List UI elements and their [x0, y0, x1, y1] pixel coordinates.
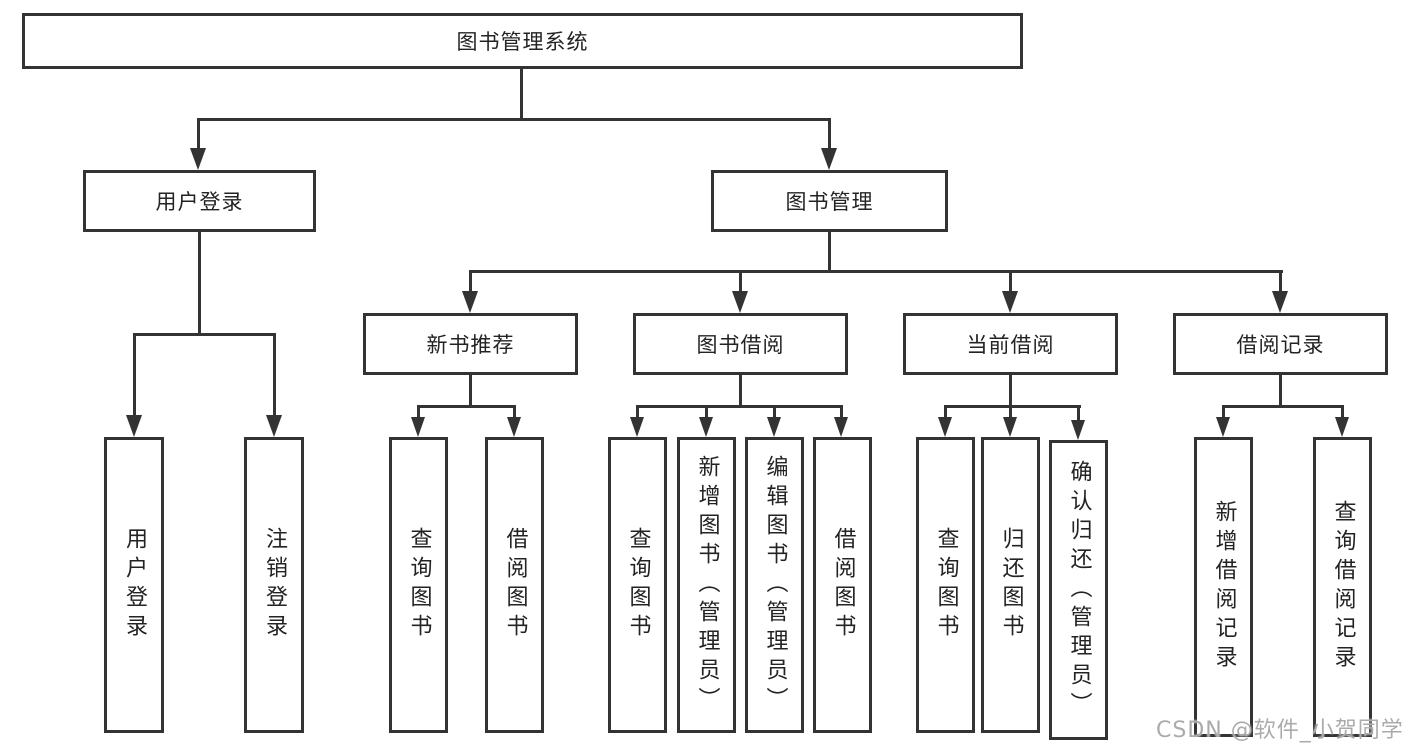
connector-vline	[1279, 375, 1282, 408]
node-new-book-recommend: 新书推荐	[363, 313, 578, 375]
connector-vline	[513, 405, 516, 419]
arrow-down-icon	[699, 417, 713, 437]
connector-vline	[636, 405, 639, 419]
connector-vline	[944, 405, 947, 419]
node-new-book-recommend-label: 新书推荐	[426, 333, 515, 357]
arrow-down-icon	[1071, 420, 1085, 440]
node-book-borrow-label: 图书借阅	[696, 333, 785, 357]
node-book-management-label: 图书管理	[785, 190, 874, 214]
node-borrow-books-recommend: 借阅图书	[485, 437, 544, 733]
node-confirm-return-admin-label: 确认归还（管理员）	[1066, 459, 1092, 721]
arrow-down-icon	[462, 291, 478, 313]
node-root: 图书管理系统	[22, 13, 1023, 69]
arrow-down-icon	[507, 417, 521, 437]
node-add-book-admin-label: 新增图书（管理员）	[694, 454, 720, 716]
arrow-down-icon	[1272, 291, 1288, 313]
node-add-borrow-record: 新增借阅记录	[1194, 437, 1253, 737]
connector-vline	[1341, 405, 1344, 419]
node-borrow-books-leaf: 借阅图书	[813, 437, 872, 733]
arrow-down-icon	[1335, 417, 1349, 437]
arrow-down-icon	[732, 291, 748, 313]
connector-vline	[1077, 405, 1080, 422]
arrow-down-icon	[411, 417, 425, 437]
connector-vline	[469, 375, 472, 408]
connector-hline	[944, 405, 1081, 408]
node-current-borrow: 当前借阅	[903, 313, 1118, 375]
connector-hline	[1222, 405, 1344, 408]
arrow-down-icon	[938, 417, 952, 437]
connector-vline	[840, 405, 843, 419]
node-edit-book-admin: 编辑图书（管理员）	[745, 437, 804, 733]
node-user-login: 用户登录	[83, 170, 316, 232]
arrow-down-icon	[1002, 291, 1018, 313]
node-query-books-current-label: 查询图书	[933, 527, 959, 643]
node-edit-book-admin-label: 编辑图书（管理员）	[762, 454, 788, 716]
connector-hline	[133, 333, 276, 336]
node-query-books-recommend: 查询图书	[389, 437, 448, 733]
connector-hline	[417, 405, 516, 408]
connector-vline	[773, 405, 776, 419]
arrow-down-icon	[834, 417, 848, 437]
node-logout-leaf: 注销登录	[244, 437, 304, 733]
connector-hline	[469, 270, 1283, 273]
connector-vline	[705, 405, 708, 419]
node-borrow-books-recommend-label: 借阅图书	[502, 527, 528, 643]
node-borrow-records-label: 借阅记录	[1236, 333, 1325, 357]
node-query-books-borrow: 查询图书	[608, 437, 667, 733]
node-query-books-recommend-label: 查询图书	[406, 527, 432, 643]
node-user-login-label: 用户登录	[155, 190, 244, 214]
node-query-borrow-record-label: 查询借阅记录	[1330, 500, 1356, 674]
arrow-down-icon	[821, 148, 837, 170]
connector-vline	[739, 270, 742, 295]
node-query-borrow-record: 查询借阅记录	[1313, 437, 1372, 737]
node-add-book-admin: 新增图书（管理员）	[677, 437, 736, 733]
arrow-down-icon	[767, 417, 781, 437]
node-return-book-label: 归还图书	[998, 527, 1024, 643]
connector-vline	[739, 375, 742, 408]
connector-hline	[636, 405, 843, 408]
connector-vline	[1279, 270, 1282, 295]
node-book-management: 图书管理	[711, 170, 948, 232]
node-logout-leaf-label: 注销登录	[262, 527, 287, 643]
arrow-down-icon	[630, 417, 644, 437]
node-borrow-records: 借阅记录	[1173, 313, 1388, 375]
node-query-books-current: 查询图书	[916, 437, 975, 733]
node-current-borrow-label: 当前借阅	[966, 333, 1055, 357]
connector-vline	[1009, 270, 1012, 295]
node-book-borrow: 图书借阅	[633, 313, 848, 375]
connector-vline	[197, 118, 200, 150]
arrow-down-icon	[126, 415, 142, 437]
connector-vline	[273, 333, 276, 417]
arrow-down-icon	[266, 415, 282, 437]
csdn-watermark: CSDN @软件_小贺同学	[1156, 718, 1404, 743]
connector-vline	[417, 405, 420, 419]
connector-vline	[828, 118, 831, 150]
arrow-down-icon	[1003, 417, 1017, 437]
connector-vline	[520, 69, 523, 121]
connector-vline	[828, 232, 831, 272]
connector-vline	[1009, 405, 1012, 419]
node-user-login-leaf-label: 用户登录	[122, 527, 147, 643]
node-query-books-borrow-label: 查询图书	[625, 527, 651, 643]
arrow-down-icon	[1216, 417, 1230, 437]
node-root-label: 图书管理系统	[456, 30, 589, 54]
connector-vline	[469, 270, 472, 295]
connector-vline	[133, 333, 136, 417]
node-user-login-leaf: 用户登录	[104, 437, 164, 733]
connector-hline	[197, 118, 831, 121]
connector-vline	[1009, 375, 1012, 408]
node-borrow-books-leaf-label: 借阅图书	[830, 527, 856, 643]
connector-vline	[198, 232, 201, 336]
node-confirm-return-admin: 确认归还（管理员）	[1049, 440, 1108, 740]
node-return-book: 归还图书	[981, 437, 1040, 733]
arrow-down-icon	[190, 148, 206, 170]
node-add-borrow-record-label: 新增借阅记录	[1211, 500, 1237, 674]
connector-vline	[1222, 405, 1225, 419]
